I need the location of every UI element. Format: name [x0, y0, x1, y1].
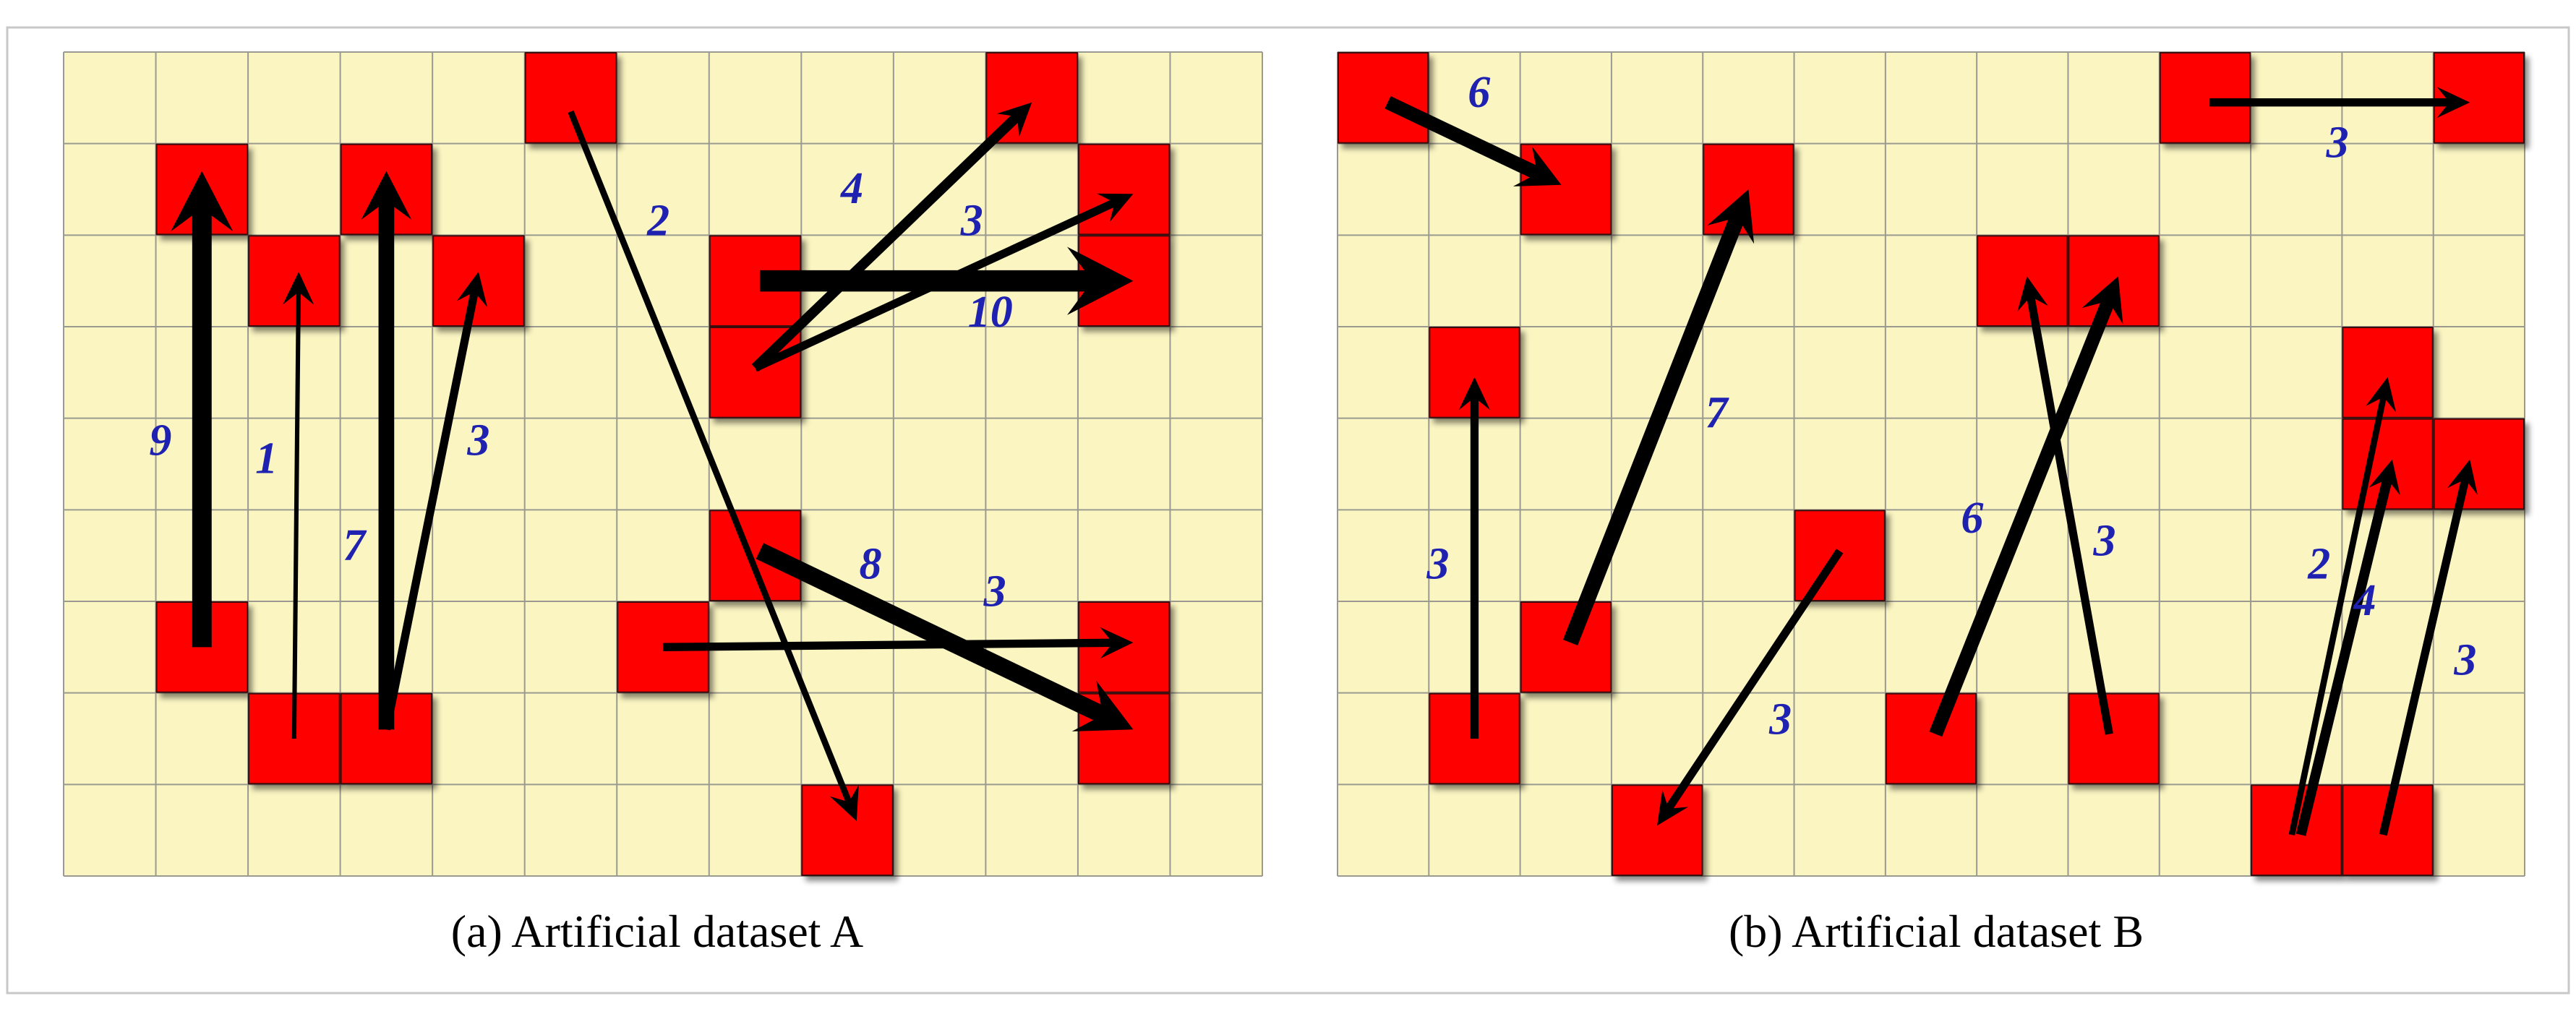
flow-arrow — [2295, 459, 2400, 836]
grid-cell-highlighted — [2342, 327, 2434, 418]
flow-arrow — [568, 110, 859, 821]
grid-cell-highlighted — [2433, 418, 2525, 510]
grid-cell-highlighted — [248, 235, 341, 327]
flow-arrow-head — [1100, 627, 1134, 658]
flow-weight-label: 3 — [983, 567, 1006, 616]
flow-arrow-head — [996, 102, 1032, 137]
flow-weight-label: 7 — [1706, 388, 1730, 437]
grid-cell-highlighted — [1077, 601, 1171, 693]
flow-arrow — [2017, 276, 2113, 735]
flow-arrow-shaft — [751, 111, 1022, 372]
flow-weight-label: 3 — [2092, 517, 2115, 566]
caption-dataset-a: (a) Artificial dataset A — [451, 906, 863, 957]
flow-arrow — [2209, 87, 2470, 119]
flow-arrow-shaft — [662, 638, 1116, 651]
flow-arrow-shaft — [2295, 476, 2393, 836]
flow-arrow — [662, 627, 1134, 658]
flow-arrow-head — [829, 784, 859, 821]
panel-dataset-a: 9 1 7 3 2 4 3 10 8 3 — [63, 51, 1263, 877]
grid-cell-highlighted — [524, 52, 617, 144]
flow-arrow-shaft — [382, 288, 479, 731]
flow-arrow-head — [1067, 246, 1134, 315]
grid-cell-highlighted — [1977, 235, 2068, 327]
flow-weight-label: 3 — [2453, 635, 2476, 684]
flow-weight-label: 1 — [255, 434, 278, 484]
flow-arrow-head — [1071, 680, 1134, 731]
flow-arrow-head — [2081, 276, 2123, 325]
grid-cell-highlighted — [1885, 692, 1977, 785]
flow-arrow — [756, 543, 1134, 731]
flow-arrow-shaft — [2288, 394, 2387, 836]
flow-arrow-head — [456, 272, 487, 307]
flow-arrow-head — [1512, 146, 1562, 186]
flow-weight-label: 6 — [1468, 68, 1490, 117]
flow-arrow — [1929, 276, 2123, 737]
flow-arrow-head — [1097, 193, 1134, 222]
flow-arrow — [171, 171, 234, 648]
flow-arrow — [2288, 377, 2397, 836]
grid-cell-highlighted — [1077, 143, 1171, 236]
flow-arrow-shaft — [1562, 211, 1746, 645]
flow-arrow — [751, 102, 1032, 372]
grid-cell-highlighted — [2068, 692, 2160, 785]
caption-dataset-b: (b) Artificial dataset B — [1729, 906, 2144, 957]
grid-cell-highlighted — [1338, 52, 1429, 144]
flow-arrow-head — [171, 171, 234, 232]
flow-weight-label: 3 — [1426, 539, 1449, 588]
flow-arrow — [361, 171, 412, 730]
flow-arrow-head — [1707, 189, 1755, 244]
flow-arrow — [1459, 377, 1490, 739]
flow-arrow — [1657, 549, 1844, 826]
flow-arrow-shaft — [2379, 476, 2470, 836]
grid-cell-highlighted — [2159, 52, 2251, 144]
flow-arrow-shaft — [756, 543, 1111, 725]
grid-cell-highlighted — [1611, 784, 1703, 877]
flow-weight-label: 4 — [2353, 576, 2376, 625]
flow-weight-label: 2 — [2307, 539, 2330, 588]
flow-arrow-head — [1657, 789, 1689, 826]
flow-arrow-shaft — [1664, 549, 1844, 813]
flow-arrow-shaft — [568, 110, 853, 806]
flow-arrow-head — [2017, 276, 2048, 312]
flow-arrow-head — [2366, 377, 2397, 413]
flow-arrow-head — [2447, 459, 2478, 495]
flow-arrow-head — [2369, 459, 2400, 496]
flow-arrow-shaft — [2026, 293, 2113, 735]
flow-weight-label: 3 — [2326, 119, 2349, 168]
flow-arrow — [382, 272, 487, 731]
flow-arrow-head — [1459, 377, 1490, 411]
flow-weight-label: 3 — [466, 416, 489, 465]
flow-arrow-shaft — [1385, 96, 1544, 181]
flow-arrow — [283, 272, 314, 739]
flow-arrow-shaft — [1929, 296, 2116, 737]
flow-arrow-shaft — [291, 290, 301, 739]
flow-arrow-head — [2436, 87, 2470, 119]
flow-arrow — [1385, 96, 1562, 186]
flow-weight-label: 8 — [859, 539, 881, 588]
flow-weight-label: 10 — [968, 288, 1013, 337]
flow-weight-label: 3 — [960, 196, 983, 245]
panel-dataset-b: 6 3 7 3 3 6 3 24 3 — [1337, 51, 2525, 877]
flow-arrow — [2379, 459, 2478, 836]
flow-weight-label: 2 — [646, 196, 669, 245]
flow-weight-label: 6 — [1961, 494, 1983, 543]
flow-arrow — [1562, 189, 1755, 645]
flow-weight-label: 3 — [1768, 695, 1792, 744]
grid-cell-highlighted — [1520, 601, 1612, 693]
flow-weight-label: 7 — [343, 521, 367, 570]
flow-arrow — [759, 246, 1134, 315]
flow-weight-label: 9 — [149, 416, 171, 465]
flow-arrow-head — [361, 171, 412, 220]
flow-arrow-head — [283, 272, 314, 305]
flow-weight-label: 4 — [840, 164, 863, 213]
